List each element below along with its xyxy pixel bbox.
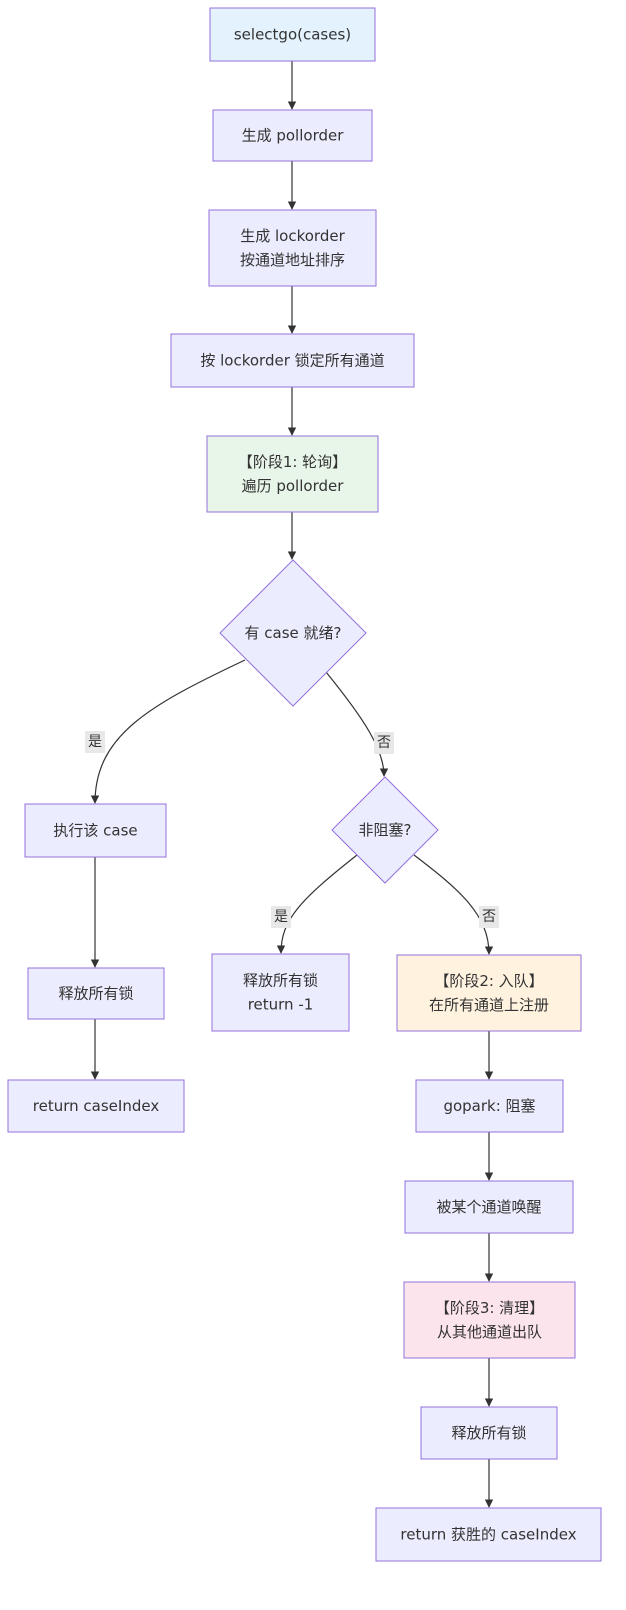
node-gen-lockorder: 生成 lockorder 按通道地址排序 [208, 209, 377, 287]
node-phase3: 【阶段3: 清理】从其他通道出队 [403, 1281, 576, 1359]
node-box [27, 967, 165, 1020]
edge-ready-no [325, 671, 389, 777]
edge-label-text: 否 [377, 735, 391, 751]
edge-labels-layer: 是否是否 [85, 731, 499, 928]
node-label: 【阶段2: 入队】 [434, 972, 543, 990]
node-label: 非阻塞? [359, 821, 412, 839]
node-lock-all: 按 lockorder 锁定所有通道 [170, 333, 415, 388]
node-return-neg: 释放所有锁 return -1 [211, 953, 350, 1032]
node-label: 释放所有锁 [451, 1424, 526, 1442]
node-label: 在所有通道上注册 [429, 996, 549, 1014]
node-return-b: return 获胜的 caseIndex [375, 1507, 602, 1562]
edge-nonblock-no [413, 854, 494, 955]
node-unlock-a: 释放所有锁 [27, 967, 165, 1020]
edge-label-ready-yes: 是 [85, 731, 105, 753]
edge-label-bg [479, 906, 499, 928]
node-gen-pollorder: 生成 pollorder [212, 109, 373, 162]
node-gopark: gopark: 阻塞 [415, 1079, 564, 1133]
node-label: 生成 lockorder [240, 227, 345, 245]
edge-label-bg [271, 906, 291, 928]
edge-label-text: 是 [274, 909, 288, 925]
node-box [211, 953, 350, 1032]
node-box [206, 435, 379, 513]
node-label: 执行该 case [53, 822, 137, 840]
node-label: 按通道地址排序 [240, 251, 345, 269]
node-exec-case: 执行该 case [24, 803, 167, 858]
edge-label-nonblock-no: 否 [479, 906, 499, 928]
node-label: return -1 [248, 996, 314, 1014]
node-return-a: return caseIndex [7, 1079, 185, 1133]
node-box [375, 1507, 602, 1562]
node-unlock-b: 释放所有锁 [420, 1406, 558, 1460]
edge-label-bg [374, 732, 394, 754]
node-label: 【阶段3: 清理】 [435, 1299, 544, 1317]
node-box [420, 1406, 558, 1460]
node-box [24, 803, 167, 858]
edge-label-bg [85, 731, 105, 753]
node-label: 按 lockorder 锁定所有通道 [200, 352, 384, 370]
node-label: selectgo(cases) [234, 26, 351, 44]
decision-diamond [219, 559, 367, 707]
node-box [403, 1281, 576, 1359]
edge-label-ready-no: 否 [374, 732, 394, 754]
node-label: 从其他通道出队 [437, 1323, 542, 1341]
node-box [396, 954, 582, 1032]
node-label: 被某个通道唤醒 [436, 1198, 541, 1216]
nodes-layer: selectgo(cases) 生成 pollorder 生成 lockorder 按… [7, 7, 602, 1562]
node-box [212, 109, 373, 162]
node-box [404, 1180, 574, 1234]
edge-label-text: 否 [482, 909, 496, 925]
node-box [170, 333, 415, 388]
edge-nonblock-yes [276, 854, 358, 954]
decision-diamond [331, 776, 439, 884]
node-label: 【阶段1: 轮询】 [238, 453, 347, 471]
node-box [415, 1079, 564, 1133]
node-phase1: 【阶段1: 轮询】遍历 pollorder [206, 435, 379, 513]
node-label: 释放所有锁 [243, 972, 318, 990]
edges-layer [90, 61, 494, 1508]
node-case-ready: 有 case 就绪? [219, 559, 367, 707]
node-label: return caseIndex [33, 1097, 160, 1115]
node-nonblock: 非阻塞? [331, 776, 439, 884]
edge-ready-yes [90, 659, 246, 804]
edge-label-nonblock-yes: 是 [271, 906, 291, 928]
node-box [208, 209, 377, 287]
node-label: gopark: 阻塞 [443, 1097, 535, 1115]
node-label: return 获胜的 caseIndex [400, 1526, 576, 1544]
node-woken: 被某个通道唤醒 [404, 1180, 574, 1234]
node-box [209, 7, 376, 62]
node-label: 释放所有锁 [58, 985, 133, 1003]
node-phase2: 【阶段2: 入队】在所有通道上注册 [396, 954, 582, 1032]
node-label: 遍历 pollorder [242, 477, 345, 495]
node-label: 生成 pollorder [242, 127, 345, 145]
node-start: selectgo(cases) [209, 7, 376, 62]
edge-label-text: 是 [88, 734, 102, 750]
node-box [7, 1079, 185, 1133]
node-label: 有 case 就绪? [245, 624, 342, 642]
